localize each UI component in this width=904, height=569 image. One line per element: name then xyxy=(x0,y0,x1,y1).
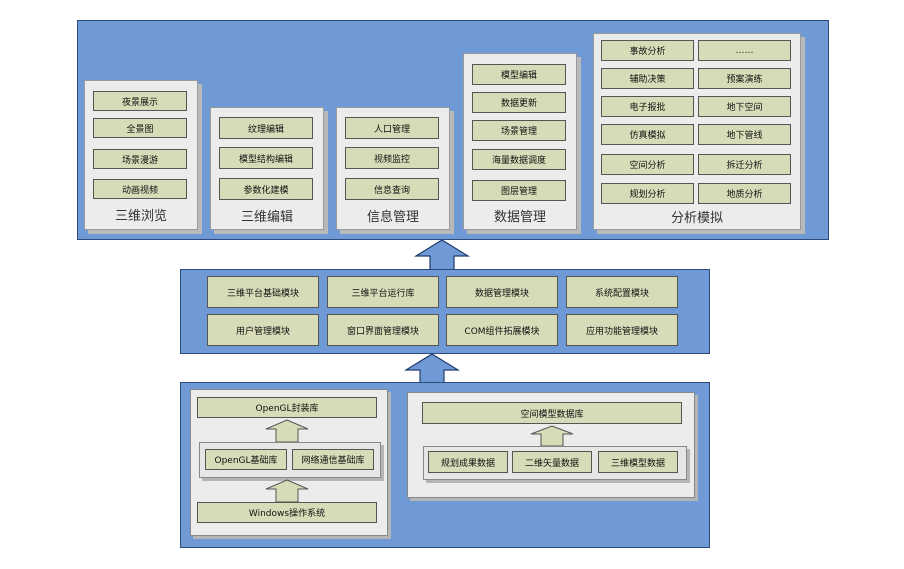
panel-title: 数据管理 xyxy=(493,210,546,225)
data-box: 规划成果数据 xyxy=(428,451,508,473)
module-box: 地下空间 xyxy=(698,96,791,117)
library-box: 网络通信基础库 xyxy=(292,449,374,470)
data-box: 二维矢量数据 xyxy=(512,451,592,473)
panel-title: 分析模拟 xyxy=(670,211,723,226)
module-box: 系统配置模块 xyxy=(566,276,678,308)
module-box: 信息查询 xyxy=(345,178,439,200)
module-box: 数据管理模块 xyxy=(446,276,558,308)
module-box: 三维平台运行库 xyxy=(327,276,439,308)
module-box: 三维平台基础模块 xyxy=(207,276,319,308)
module-box: 空间分析 xyxy=(601,154,694,175)
panel-title: 三维浏览 xyxy=(114,209,167,224)
up-arrow-icon xyxy=(265,479,309,503)
up-arrow-icon xyxy=(413,239,471,271)
panel-data-management: 模型编辑 数据更新 场景管理 海量数据调度 图层管理 数据管理 xyxy=(463,53,577,230)
module-box: 人口管理 xyxy=(345,117,439,139)
module-box: 地质分析 xyxy=(698,183,791,204)
module-box: 纹理编辑 xyxy=(219,117,313,139)
module-box: 辅助决策 xyxy=(601,68,694,89)
module-box: 场景漫游 xyxy=(93,149,187,169)
panel-title: 三维编辑 xyxy=(240,210,293,225)
module-box: 预案演练 xyxy=(698,68,791,89)
module-box: 参数化建模 xyxy=(219,178,313,200)
module-box: 全景图 xyxy=(93,118,187,138)
os-box: Windows操作系统 xyxy=(197,502,377,523)
module-box: 拆迁分析 xyxy=(698,154,791,175)
module-box: 电子报批 xyxy=(601,96,694,117)
module-box: 地下管线 xyxy=(698,124,791,145)
module-box: 模型结构编辑 xyxy=(219,147,313,169)
module-box: 用户管理模块 xyxy=(207,314,319,346)
module-box: COM组件拓展模块 xyxy=(446,314,558,346)
module-box: 动画视频 xyxy=(93,179,187,199)
library-box: OpenGL基础库 xyxy=(205,449,287,470)
panel-3d-edit: 纹理编辑 模型结构编辑 参数化建模 三维编辑 xyxy=(210,107,324,230)
panel-3d-browse: 夜景展示 全景图 场景漫游 动画视频 三维浏览 xyxy=(84,80,198,230)
module-box: 规划分析 xyxy=(601,183,694,204)
spatial-model-db-box: 空间模型数据库 xyxy=(422,402,682,424)
data-box: 三维模型数据 xyxy=(598,451,678,473)
module-box: 图层管理 xyxy=(472,180,566,201)
module-box: 事故分析 xyxy=(601,40,694,61)
panel-title: 信息管理 xyxy=(366,210,419,225)
up-arrow-icon xyxy=(265,419,309,443)
module-box: 夜景展示 xyxy=(93,91,187,111)
panel-analysis-simulation: 事故分析 …… 辅助决策 预案演练 电子报批 地下空间 仿真模拟 地下管线 空间… xyxy=(593,33,801,230)
module-box: 视频监控 xyxy=(345,147,439,169)
up-arrow-icon xyxy=(530,425,574,447)
module-box: 模型编辑 xyxy=(472,64,566,85)
opengl-wrapper-box: OpenGL封装库 xyxy=(197,397,377,418)
module-box: 仿真模拟 xyxy=(601,124,694,145)
module-box: 应用功能管理模块 xyxy=(566,314,678,346)
module-box: 数据更新 xyxy=(472,92,566,113)
module-box: 窗口界面管理模块 xyxy=(327,314,439,346)
module-box: …… xyxy=(698,40,791,61)
panel-info-management: 人口管理 视频监控 信息查询 信息管理 xyxy=(336,107,450,230)
module-box: 场景管理 xyxy=(472,120,566,141)
module-box: 海量数据调度 xyxy=(472,149,566,170)
up-arrow-icon xyxy=(403,353,461,385)
